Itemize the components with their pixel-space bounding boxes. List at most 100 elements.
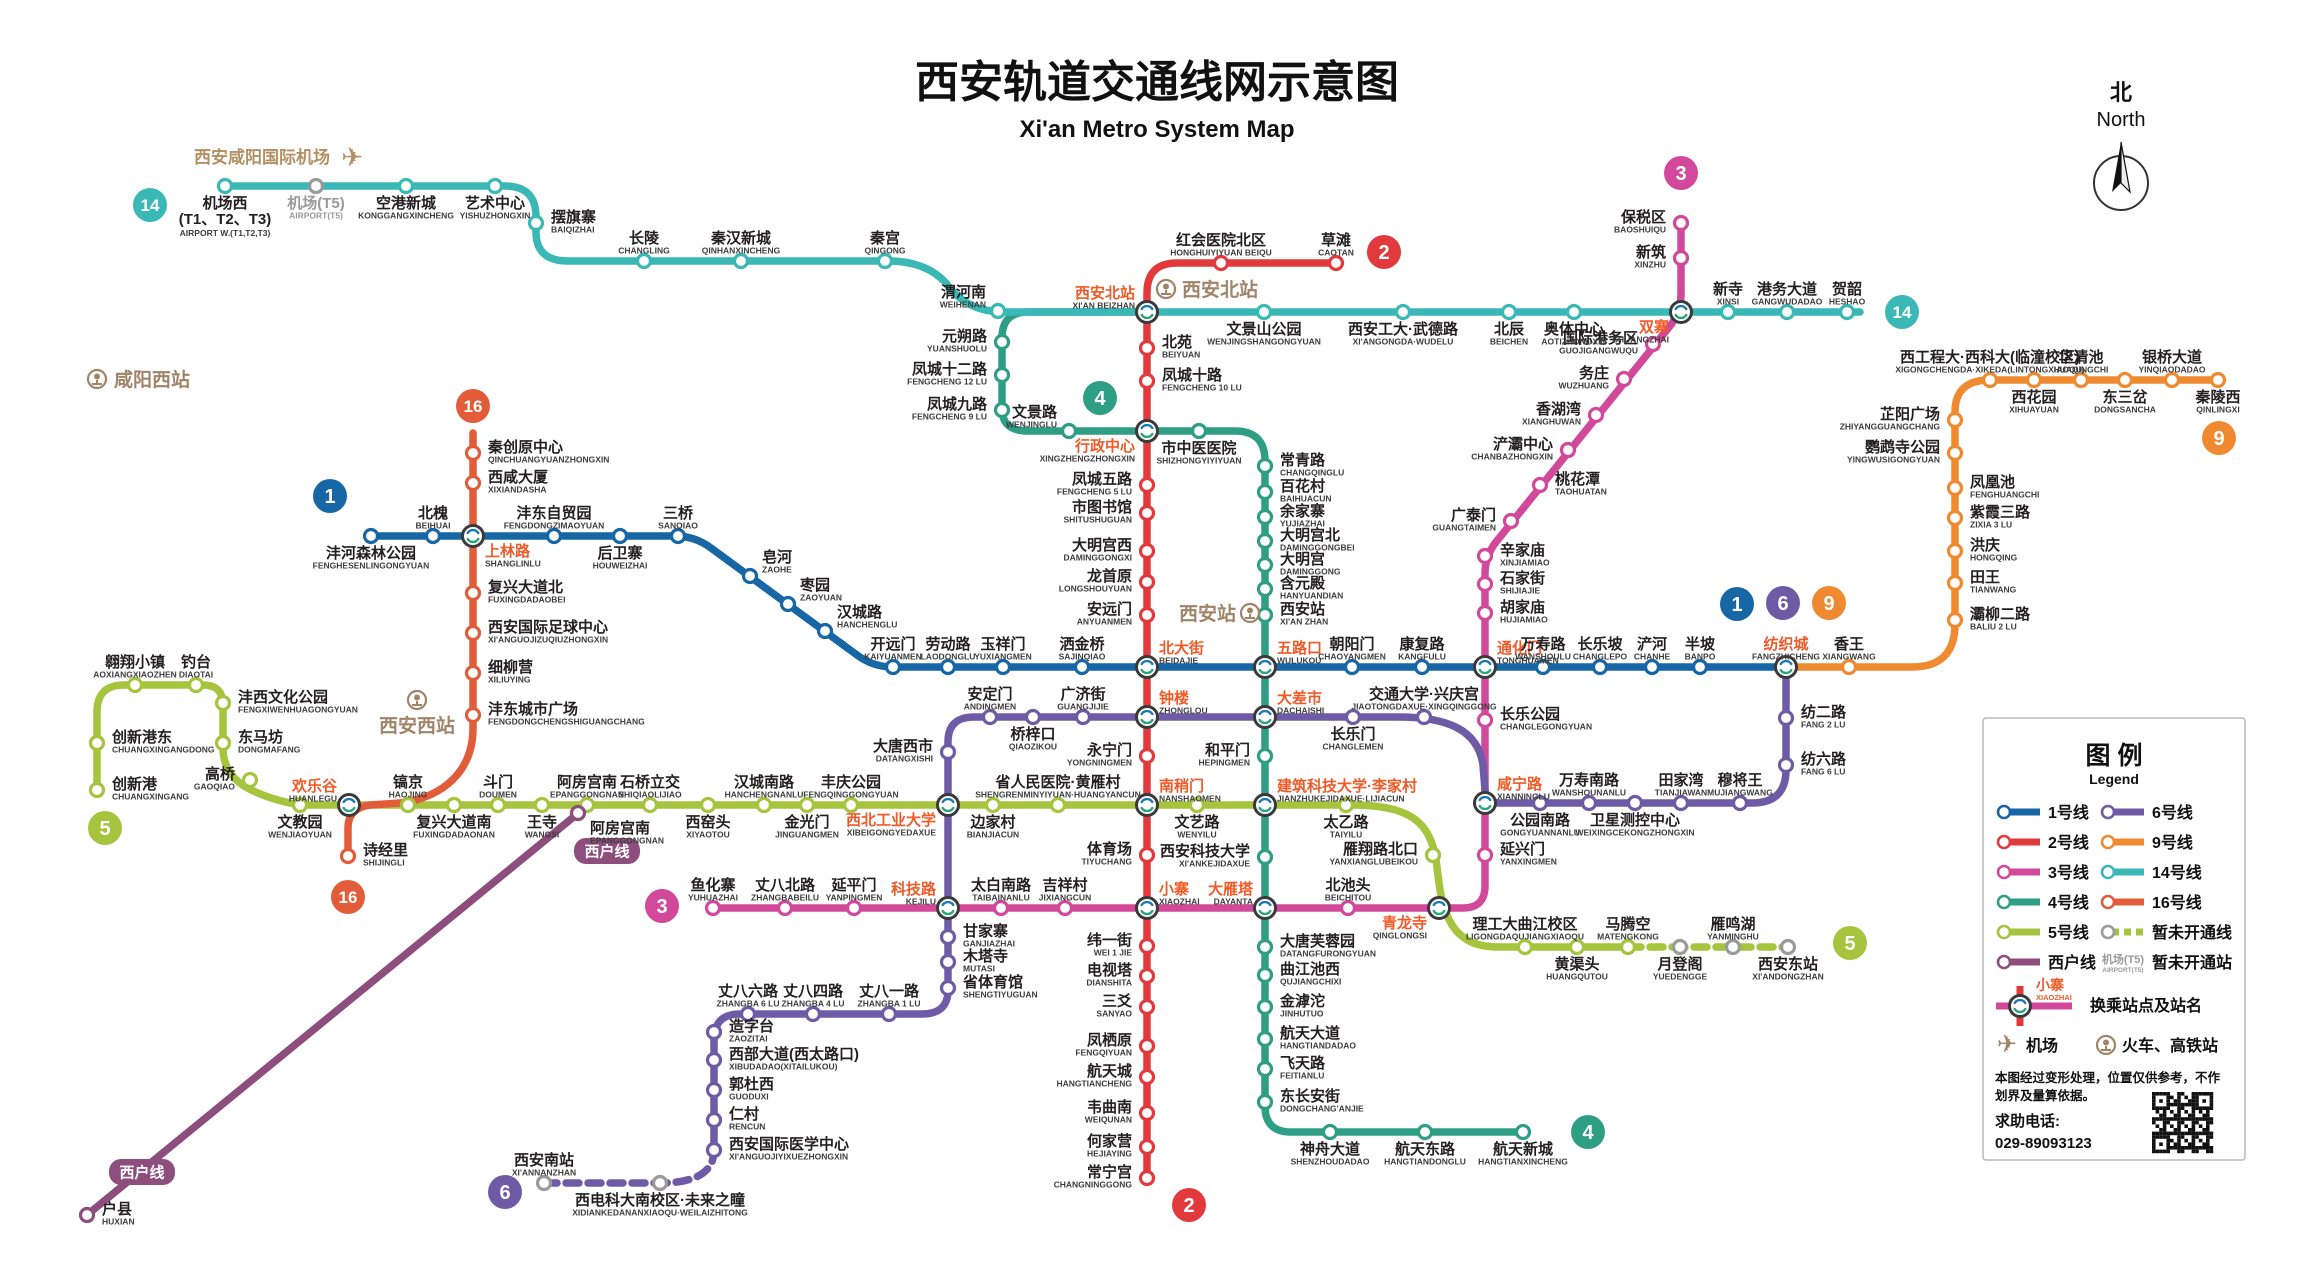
station-dot[interactable] — [1321, 1123, 1339, 1141]
station-dot[interactable] — [1138, 372, 1156, 390]
station-banpo[interactable] — [1691, 658, 1709, 676]
station-yanpingmen[interactable] — [845, 899, 863, 917]
station-hanchenglu[interactable] — [816, 622, 834, 640]
station-dot[interactable] — [1587, 406, 1605, 424]
station-changlemen[interactable] — [1344, 708, 1362, 726]
station-dot[interactable] — [705, 1023, 723, 1041]
station-xiangwang[interactable] — [1840, 658, 1858, 676]
station-dot[interactable] — [1615, 370, 1633, 388]
station-dot[interactable] — [739, 1005, 757, 1023]
station-yuanshuolu[interactable] — [993, 333, 1011, 351]
station-yanxingmen[interactable] — [1476, 846, 1494, 864]
station-beichitou[interactable] — [1339, 899, 1357, 917]
station-dot[interactable] — [741, 567, 759, 585]
station-shengrenminyiyuan-huangyancun[interactable] — [1049, 796, 1067, 814]
station-zaozitai[interactable] — [705, 1023, 723, 1041]
station-dot[interactable] — [1256, 606, 1274, 624]
station-fengqiyuan[interactable] — [1138, 1037, 1156, 1055]
station-matengkong[interactable] — [1619, 938, 1637, 956]
station-fenghuangchi[interactable] — [1946, 479, 1964, 497]
station-dot[interactable] — [1138, 504, 1156, 522]
station-daminggong[interactable] — [1256, 556, 1274, 574]
station-qujiangchixi[interactable] — [1256, 966, 1274, 984]
station-shuangzhai[interactable] — [1669, 300, 1693, 324]
station-xinsi[interactable] — [1719, 303, 1737, 321]
station-dot[interactable] — [1256, 483, 1274, 501]
station-shengtiyuguan[interactable] — [939, 979, 957, 997]
station-dot[interactable] — [2116, 371, 2134, 389]
station-dot[interactable] — [241, 771, 259, 789]
station-dot[interactable] — [611, 527, 629, 545]
station-dot[interactable] — [489, 796, 507, 814]
station-dot[interactable] — [984, 796, 1002, 814]
station-dot[interactable] — [1138, 339, 1156, 357]
station-huaqingchi[interactable] — [2072, 371, 2090, 389]
station-dot[interactable] — [1946, 611, 1964, 629]
station-zhiyangguangchang[interactable] — [1946, 411, 1964, 429]
station-dot[interactable] — [1138, 1138, 1156, 1156]
station-caotan[interactable] — [1327, 254, 1345, 272]
station-dot[interactable] — [798, 796, 816, 814]
station-guangtaimen[interactable] — [1502, 512, 1520, 530]
station-dot[interactable] — [1672, 214, 1690, 232]
station-xi-andongzhan[interactable] — [1779, 938, 1797, 956]
station-dot[interactable] — [992, 899, 1010, 917]
station-dot[interactable] — [1559, 441, 1577, 459]
station-dot[interactable] — [1056, 899, 1074, 917]
station-xibeigongyedaxue[interactable] — [936, 793, 960, 817]
station-baiqizhai[interactable] — [527, 214, 545, 232]
station-dot[interactable] — [1476, 575, 1494, 593]
station-dot[interactable] — [1671, 938, 1689, 956]
station-hepingmen[interactable] — [1256, 747, 1274, 765]
station-yingwusigongyuan[interactable] — [1946, 444, 1964, 462]
station-wanshounanlu[interactable] — [1580, 794, 1598, 812]
station-dot[interactable] — [1619, 938, 1637, 956]
station-yinqiaodadao[interactable] — [2163, 371, 2181, 389]
station-dot[interactable] — [1591, 658, 1609, 676]
station-kangfulu[interactable] — [1413, 658, 1431, 676]
station-dot[interactable] — [705, 1081, 723, 1099]
station-shanglinlu[interactable] — [461, 524, 485, 548]
station-dot[interactable] — [704, 899, 722, 917]
station-daminggongbei[interactable] — [1256, 532, 1274, 550]
station-dot[interactable] — [1946, 542, 1964, 560]
station-mujiangwang[interactable] — [1731, 794, 1749, 812]
station-dot[interactable] — [732, 252, 750, 270]
station-epanggongnan[interactable] — [569, 804, 587, 822]
station-dot[interactable] — [1256, 966, 1274, 984]
station-xiyaotou[interactable] — [699, 796, 717, 814]
station-dot[interactable] — [445, 796, 463, 814]
station-dongchang-anjie[interactable] — [1256, 1093, 1274, 1111]
station-gangwudadao[interactable] — [1778, 303, 1796, 321]
station-dot[interactable] — [1073, 658, 1091, 676]
station-guangjijie[interactable] — [1074, 708, 1092, 726]
station-nanshaomen[interactable] — [1135, 793, 1159, 817]
station-dot[interactable] — [1339, 899, 1357, 917]
station-dot[interactable] — [1643, 658, 1661, 676]
station-dot[interactable] — [1946, 411, 1964, 429]
station-xi-anguojiyixuezhongxin[interactable] — [705, 1141, 723, 1159]
station-dot[interactable] — [1256, 998, 1274, 1016]
station-dot[interactable] — [1476, 547, 1494, 565]
station-dot[interactable] — [2025, 371, 2043, 389]
station-dot[interactable] — [1256, 938, 1274, 956]
station-xinzhu[interactable] — [1672, 249, 1690, 267]
station-jianzhukejidaxue-lijiacun[interactable] — [1253, 793, 1277, 817]
station-dot[interactable] — [635, 252, 653, 270]
station-dot[interactable] — [776, 899, 794, 917]
station-dot[interactable] — [884, 658, 902, 676]
station-dot[interactable] — [1138, 606, 1156, 624]
station-xi-angongda-wudelu[interactable] — [1394, 303, 1412, 321]
station-weihenan[interactable] — [989, 302, 1007, 320]
station-wuzhuang[interactable] — [1615, 370, 1633, 388]
station-taohuatan[interactable] — [1531, 476, 1549, 494]
station-dot[interactable] — [1778, 303, 1796, 321]
station-dot[interactable] — [755, 796, 773, 814]
station-dot[interactable] — [939, 928, 957, 946]
station-dot[interactable] — [1531, 794, 1549, 812]
station-dot[interactable] — [1415, 708, 1433, 726]
station-dot[interactable] — [705, 1111, 723, 1129]
station-dot[interactable] — [1946, 444, 1964, 462]
station-dot[interactable] — [535, 1174, 553, 1192]
station-dot[interactable] — [1838, 303, 1856, 321]
